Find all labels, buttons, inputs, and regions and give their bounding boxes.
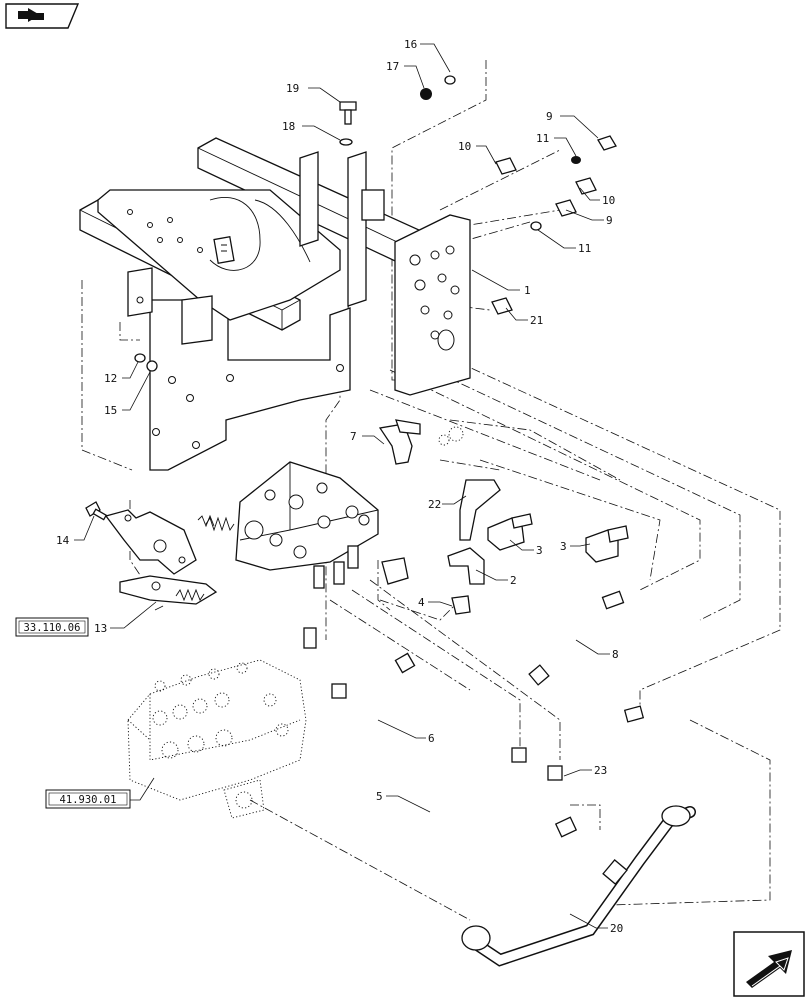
- callout-15: 15: [104, 404, 117, 417]
- book-pointer-icon[interactable]: [5, 3, 80, 29]
- callout-17: 17: [386, 60, 399, 73]
- callout-11-lower: 11: [578, 242, 591, 255]
- hydraulic-tubes: [331, 590, 696, 967]
- callout-6: 6: [428, 732, 435, 745]
- callout-3-left: 3: [536, 544, 543, 557]
- control-valve-body: [197, 461, 379, 571]
- callout-3-right: 3: [560, 540, 567, 553]
- main-bracket-frame: [79, 137, 471, 471]
- callout-12: 12: [104, 372, 117, 385]
- callout-5: 5: [376, 790, 383, 803]
- callout-18: 18: [282, 120, 295, 133]
- callout-14: 14: [56, 534, 70, 547]
- callout-21: 21: [530, 314, 543, 327]
- callout-4: 4: [418, 596, 425, 609]
- callout-13: 13: [94, 622, 107, 635]
- callout-9-upper: 9: [546, 110, 553, 123]
- callout-20: 20: [610, 922, 623, 935]
- callout-labels: 16 17 19 18 9 11 10 10 9 11 1 21 12 15 7…: [56, 38, 623, 935]
- callout-23: 23: [594, 764, 607, 777]
- reference-box-33-110-06[interactable]: 33.110.06: [15, 617, 89, 637]
- reference-label-1: 33.110.06: [24, 622, 81, 634]
- next-page-arrow-icon[interactable]: [733, 931, 805, 997]
- control-lever-linkage: [104, 509, 218, 605]
- callout-10-right: 10: [602, 194, 615, 207]
- leader-lines: [74, 43, 610, 929]
- reference-label-2: 41.930.01: [60, 794, 117, 806]
- assembly-lines: [81, 60, 781, 921]
- callout-16: 16: [404, 38, 417, 51]
- callout-7: 7: [350, 430, 357, 443]
- callout-19: 19: [286, 82, 299, 95]
- callout-1: 1: [524, 284, 531, 297]
- callout-10-left: 10: [458, 140, 471, 153]
- callout-22: 22: [428, 498, 441, 511]
- callout-9-lower: 9: [606, 214, 613, 227]
- callout-8: 8: [612, 648, 619, 661]
- fittings-cluster: [303, 419, 629, 649]
- reference-box-41-930-01[interactable]: 41.930.01: [45, 789, 131, 809]
- phantom-valve-bank: [127, 659, 307, 819]
- callout-2: 2: [510, 574, 517, 587]
- callout-11-upper: 11: [536, 132, 549, 145]
